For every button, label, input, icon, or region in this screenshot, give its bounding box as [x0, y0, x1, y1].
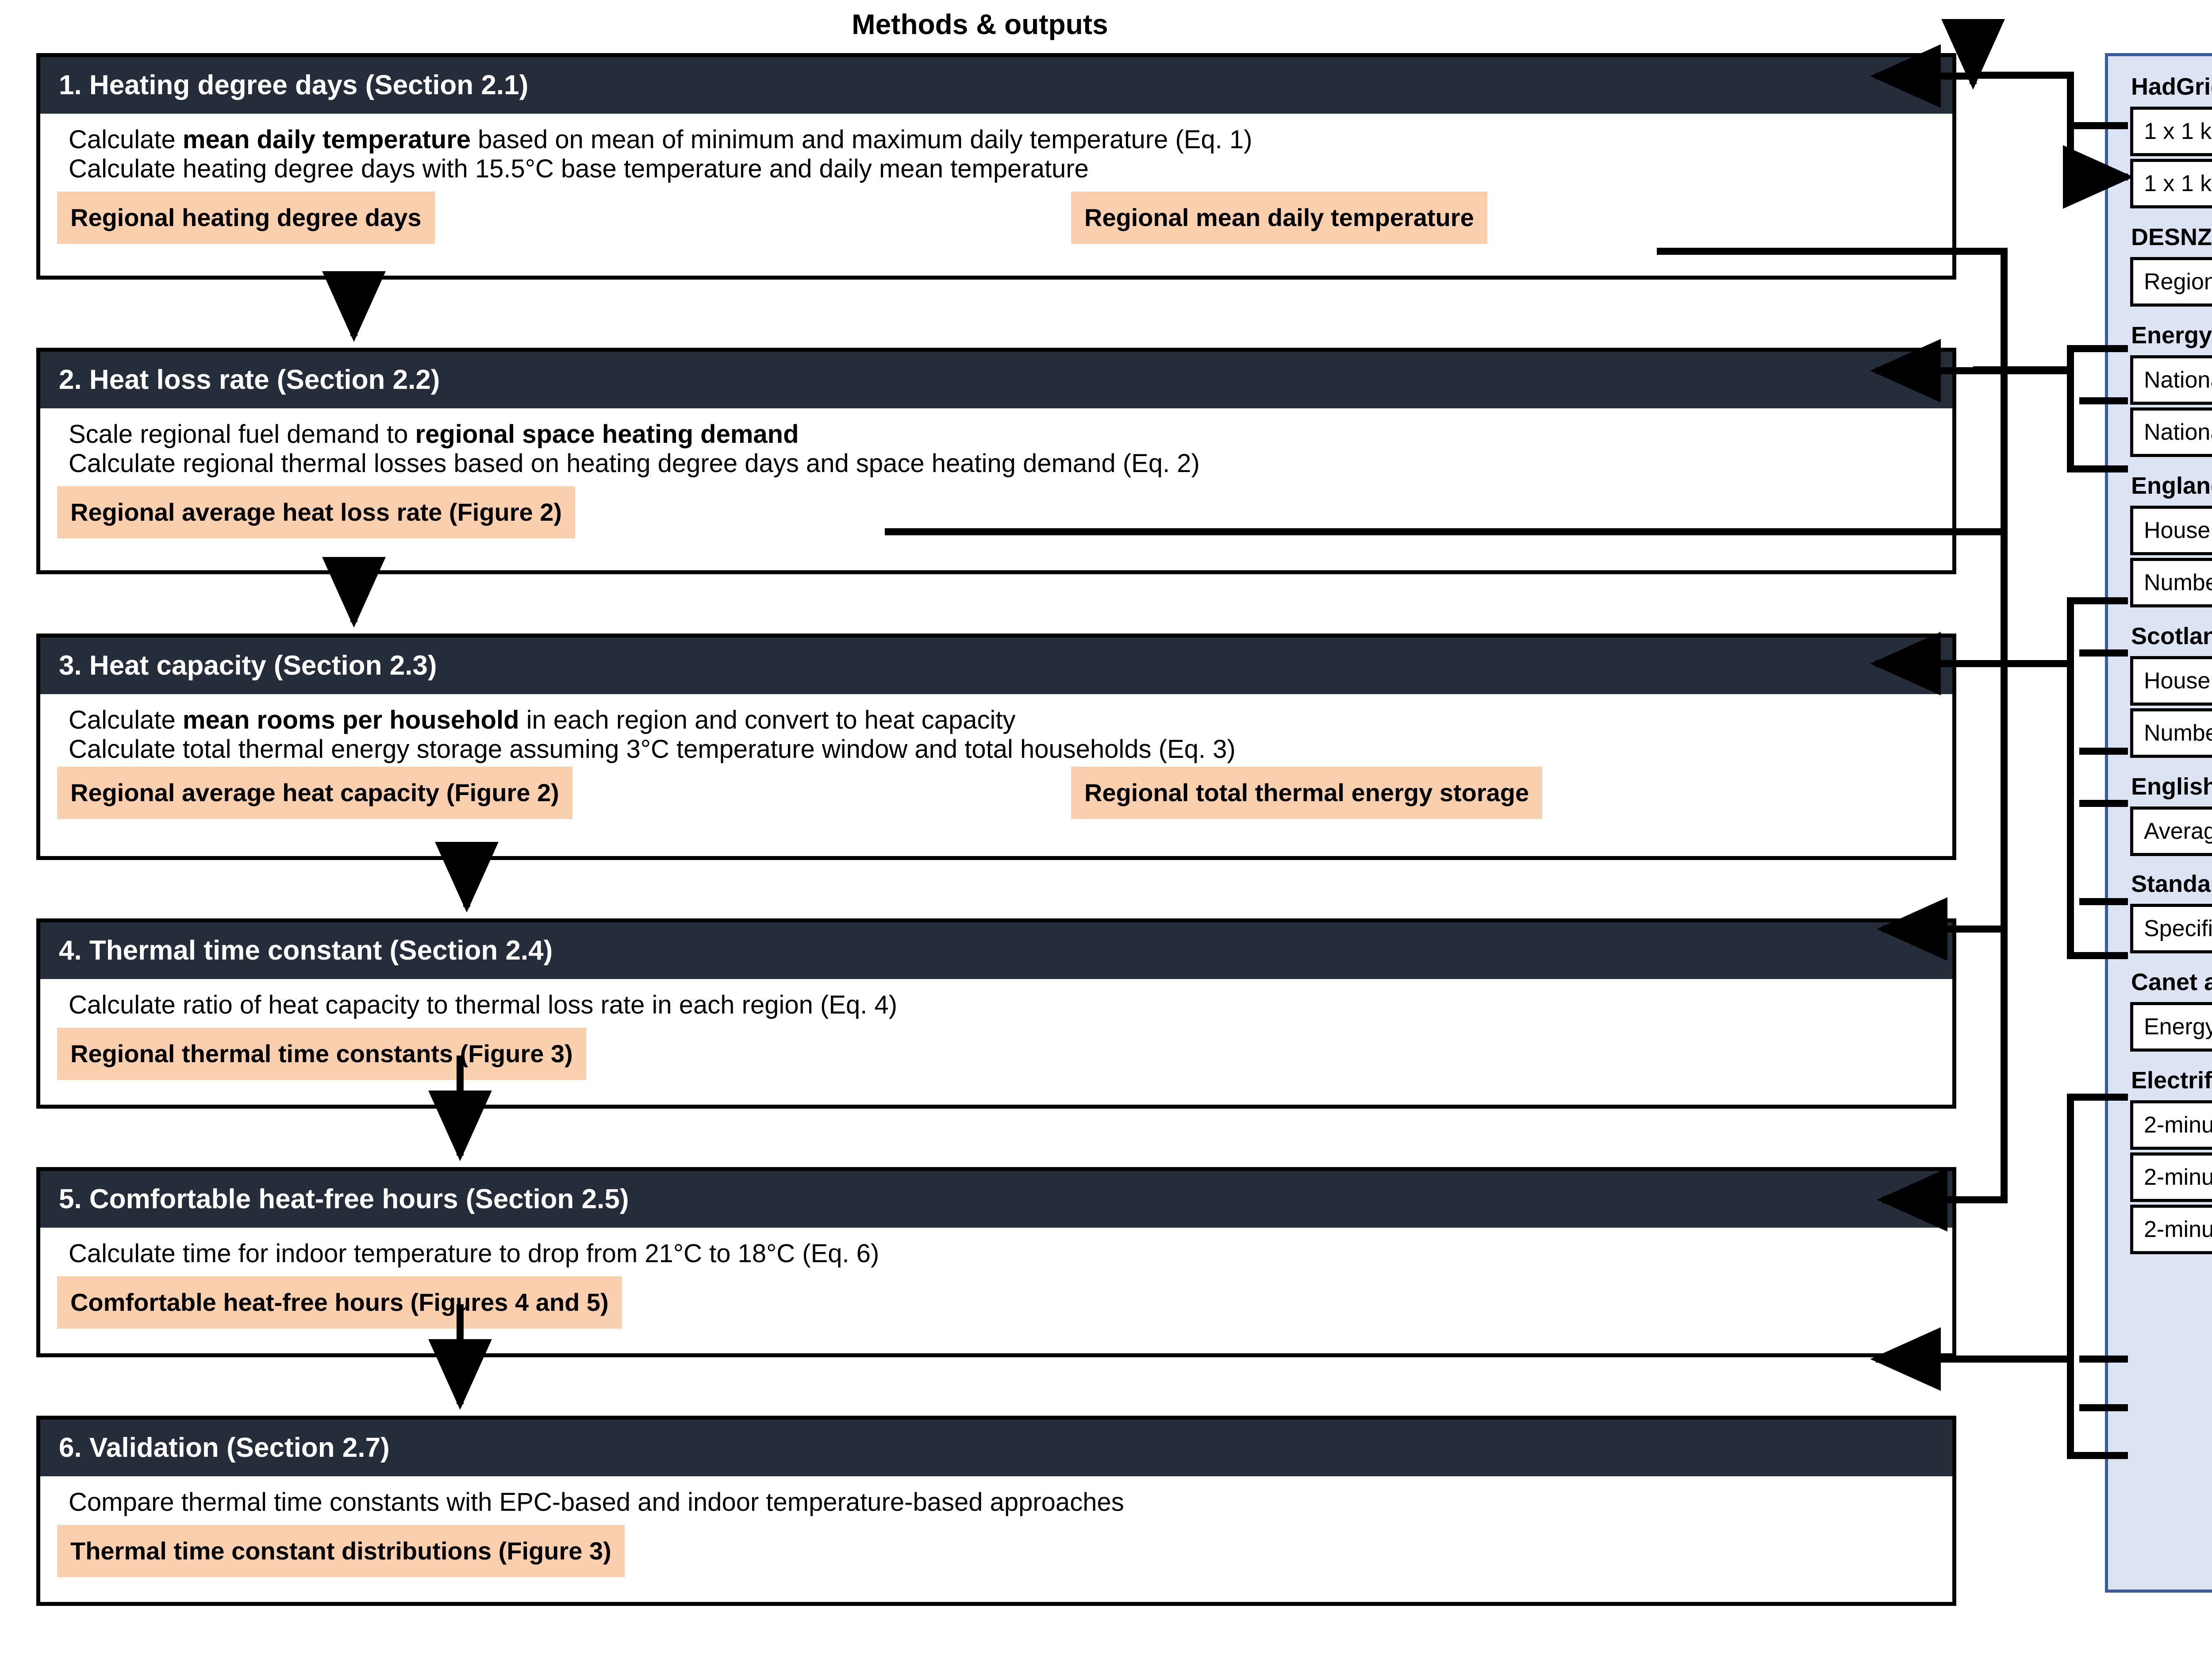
output-chip-regional-thermal-time-constants: Regional thermal time constants (Figure … — [57, 1028, 586, 1080]
source-title-english-housing-survey: English Housing Survey [43] — [2131, 773, 2212, 800]
stage-4-outputs: Regional thermal time constants (Figure … — [40, 1028, 1952, 1080]
stage-4-header: 4. Thermal time constant (Section 2.4) — [40, 922, 1952, 979]
output-chip-thermal-time-constant-distributions: Thermal time constant distributions (Fig… — [57, 1525, 625, 1578]
stage-heat-capacity[interactable]: 3. Heat capacity (Section 2.3) Calculate… — [36, 634, 1956, 860]
data-item-average-floor-area[interactable]: Average floor area — [2130, 806, 2212, 856]
stage-3-outputs: Regional average heat capacity (Figure 2… — [40, 767, 1952, 819]
data-item-national-total-gas[interactable]: National total domestic gas demand — [2130, 407, 2212, 457]
stage-5-header: 5. Comfortable heat-free hours (Section … — [40, 1171, 1952, 1228]
stage-4-line-1: Calculate ratio of heat capacity to ther… — [69, 991, 898, 1019]
stage-2-line-2: Calculate regional thermal losses based … — [69, 449, 1200, 478]
output-chip-regional-heating-degree-days: Regional heating degree days — [57, 192, 435, 244]
stage-6-outputs: Thermal time constant distributions (Fig… — [40, 1525, 1952, 1578]
data-item-outdoor-temperature[interactable]: 2-minutely outdoor temperature — [2130, 1205, 2212, 1254]
stage-1-line-2: Calculate heating degree days with 15.5°… — [69, 154, 1089, 184]
data-item-regional-gas-consumption[interactable]: Regional domestic gas consumption 2017-2… — [2130, 257, 2212, 307]
stage-2-outputs: Regional average heat loss rate (Figure … — [40, 486, 1952, 539]
stage-1-outputs: Regional heating degree days Regional me… — [40, 192, 1952, 244]
source-title-canet-qadrdan: Canet and Qadrdan 2023 [45] — [2131, 969, 2212, 995]
data-item-ew-rooms[interactable]: Household number of rooms — [2130, 506, 2212, 555]
source-title-electrification-of-heat: Electrification of Heat Trials [32] — [2131, 1067, 2212, 1094]
data-item-specific-thermal-capacity[interactable]: Specific thermal capacity — [2130, 904, 2212, 953]
source-title-desnz: DESNZ [39] — [2131, 224, 2212, 250]
stage-2-header: 2. Heat loss rate (Section 2.2) — [40, 352, 1952, 408]
source-title-hadgrid-uk: HadGrid-UK [38] — [2131, 73, 2212, 100]
stage-3-line-1: Calculate mean rooms per household in ea… — [69, 706, 1016, 734]
stage-1-header: 1. Heating degree days (Section 2.1) — [40, 57, 1952, 114]
data-item-sc-households[interactable]: Number of households — [2130, 708, 2212, 758]
stage-3-header: 3. Heat capacity (Section 2.3) — [40, 637, 1952, 694]
stage-3-body: Calculate mean rooms per household in ea… — [40, 694, 1952, 833]
data-item-indoor-temperature[interactable]: 2-minutely indoor temperature — [2130, 1152, 2212, 1202]
output-chip-regional-mean-daily-temperature: Regional mean daily temperature — [1071, 192, 1487, 244]
stage-5-body: Calculate time for indoor temperature to… — [40, 1228, 1952, 1342]
stage-validation[interactable]: 6. Validation (Section 2.7) Compare ther… — [36, 1416, 1956, 1606]
source-title-energy-consumption-uk: Energy Consumption in the UK [40] — [2131, 322, 2212, 349]
stage-heat-loss-rate[interactable]: 2. Heat loss rate (Section 2.2) Scale re… — [36, 348, 1956, 574]
output-chip-regional-average-heat-loss-rate: Regional average heat loss rate (Figure … — [57, 486, 576, 539]
stage-5-outputs: Comfortable heat-free hours (Figures 4 a… — [40, 1276, 1952, 1329]
stage-4-body: Calculate ratio of heat capacity to ther… — [40, 979, 1952, 1094]
data-item-hp-energy-consumption[interactable]: 2-minutely heat pump energy consumption — [2130, 1100, 2212, 1150]
output-chip-regional-total-thermal-energy-storage: Regional total thermal energy storage — [1071, 767, 1543, 819]
stage-2-body: Scale regional fuel demand to regional s… — [40, 408, 1952, 552]
data-column-title: Case study data (Section 2.6) — [2106, 8, 2212, 41]
data-item-sc-rooms[interactable]: Household number of rooms — [2130, 656, 2212, 706]
output-chip-regional-average-heat-capacity: Regional average heat capacity (Figure 2… — [57, 767, 572, 819]
data-item-national-space-heating[interactable]: National domestic space heating gas dema… — [2130, 355, 2212, 405]
stage-thermal-time-constant[interactable]: 4. Thermal time constant (Section 2.4) C… — [36, 918, 1956, 1109]
stage-3-line-2: Calculate total thermal energy storage a… — [69, 735, 1236, 764]
case-study-data-panel: HadGrid-UK [38] 1 x 1 km daily minimum t… — [2105, 53, 2212, 1593]
stage-6-line-1: Compare thermal time constants with EPC-… — [69, 1488, 1124, 1517]
stage-5-line-1: Calculate time for indoor temperature to… — [69, 1239, 879, 1268]
stage-heating-degree-days[interactable]: 1. Heating degree days (Section 2.1) Cal… — [36, 53, 1956, 280]
wire-hadgrid-junction — [1941, 19, 2074, 126]
stage-2-line-1: Scale regional fuel demand to regional s… — [69, 420, 799, 449]
methods-column-title: Methods & outputs — [852, 8, 1108, 40]
stage-6-header: 6. Validation (Section 2.7) — [40, 1420, 1952, 1476]
data-item-max-temperature[interactable]: 1 x 1 km daily maximum temperature — [2130, 159, 2212, 208]
data-item-epc-flexibility[interactable]: Energy Performance Certificate flexibili… — [2130, 1002, 2212, 1052]
source-title-sap-2012: Standard Assessment Procedure 2012 [44] — [2131, 871, 2212, 897]
stage-6-body: Compare thermal time constants with EPC-… — [40, 1476, 1952, 1591]
source-title-scotland-census: Scotland 2011 Census [42] — [2131, 623, 2212, 649]
data-item-min-temperature[interactable]: 1 x 1 km daily minimum temperature — [2130, 107, 2212, 156]
stage-comfortable-heat-free-hours[interactable]: 5. Comfortable heat-free hours (Section … — [36, 1167, 1956, 1357]
data-item-ew-households[interactable]: Number of households — [2130, 558, 2212, 607]
stage-1-body: Calculate mean daily temperature based o… — [40, 114, 1952, 257]
output-chip-comfortable-heat-free-hours: Comfortable heat-free hours (Figures 4 a… — [57, 1276, 622, 1329]
source-title-england-wales-census: England & Wales Census 2011 [41] — [2131, 472, 2212, 499]
stage-1-line-1: Calculate mean daily temperature based o… — [69, 125, 1252, 154]
